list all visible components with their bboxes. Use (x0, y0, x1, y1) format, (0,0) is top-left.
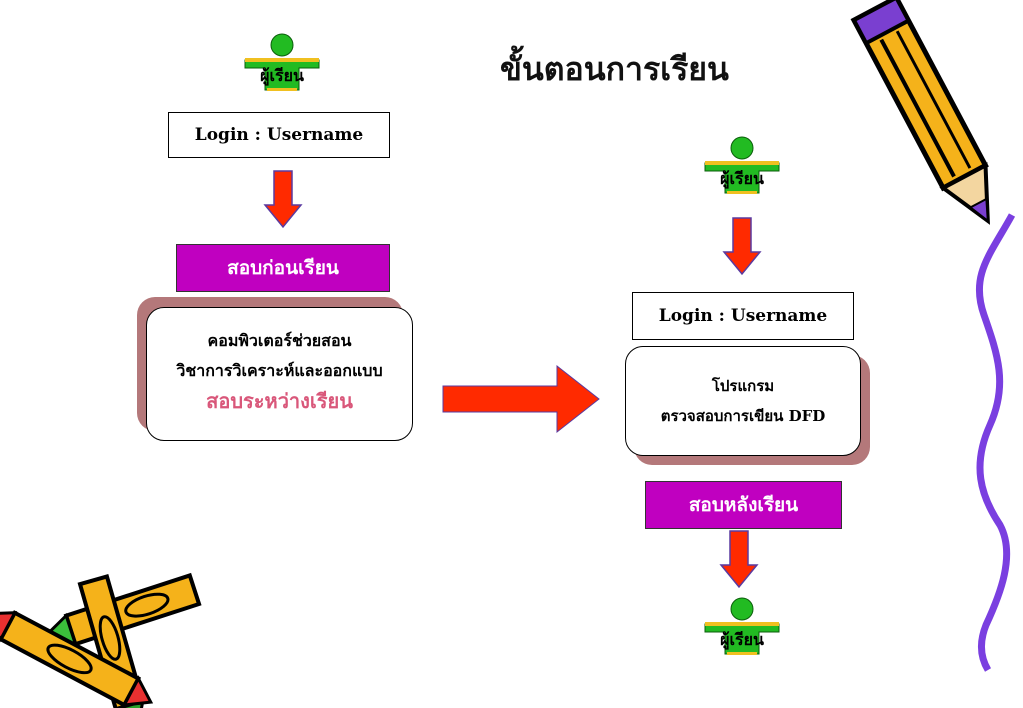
posttest-label: สอบหลังเรียน (688, 494, 799, 516)
learner-node-right-bottom: ผู้เรียน (697, 597, 787, 666)
learner-node-right-top: ผู้เรียน (697, 136, 787, 205)
login-label-left: Login : Username (194, 125, 364, 145)
posttest-box: สอบหลังเรียน (645, 481, 842, 529)
login-label-right: Login : Username (658, 306, 828, 326)
learner-icon (704, 136, 780, 194)
left-card-line2: วิชาการวิเคราะห์และออกแบบ (176, 361, 383, 380)
pretest-label: สอบก่อนเรียน (227, 257, 339, 279)
big-right-arrow (442, 364, 600, 434)
login-box-left: Login : Username (168, 112, 390, 158)
learner-icon (244, 33, 320, 91)
right-card: โปรแกรม ตรวจสอบการเขียน DFD (625, 346, 861, 456)
right-card-line2: ตรวจสอบการเขียน DFD (660, 407, 826, 425)
learner-icon (704, 597, 780, 655)
page-title: ขั้นตอนการเรียน (500, 50, 729, 88)
learner-label: ผู้เรียน (260, 66, 304, 85)
down-arrow-right-1 (722, 217, 762, 276)
right-card-line1: โปรแกรม (711, 377, 775, 395)
learner-node-top-left: ผู้เรียน (237, 33, 327, 102)
pencil-icon (850, 0, 990, 225)
down-arrow-left-1 (263, 170, 303, 229)
down-arrow-right-2 (719, 530, 759, 589)
wavy-line (975, 213, 1016, 672)
pretest-box: สอบก่อนเรียน (176, 244, 390, 292)
login-box-right: Login : Username (632, 292, 854, 340)
left-card: คอมพิวเตอร์ช่วยสอน วิชาการวิเคราะห์และออ… (146, 307, 413, 441)
learner-label: ผู้เรียน (720, 630, 764, 649)
left-card-line3: สอบระหว่างเรียน (206, 389, 353, 413)
left-card-line1: คอมพิวเตอร์ช่วยสอน (207, 331, 352, 350)
crayon-icon (0, 572, 202, 708)
learner-label: ผู้เรียน (720, 169, 764, 188)
